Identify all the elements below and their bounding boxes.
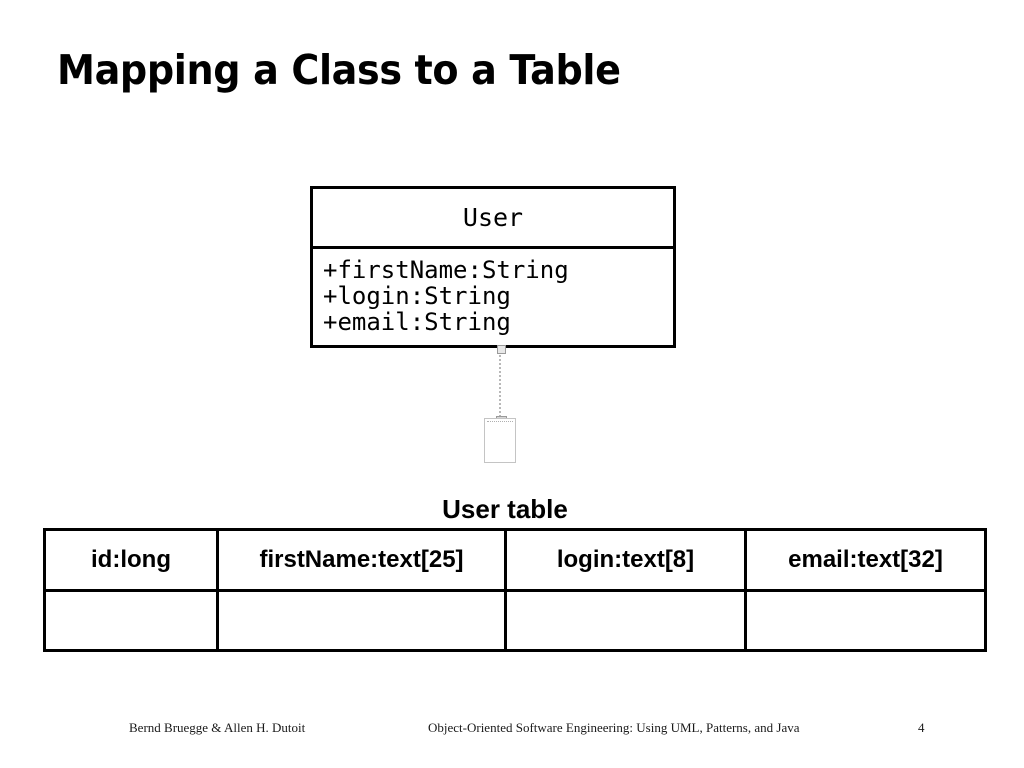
uml-class-attributes: +firstName:String +login:String +email:S… bbox=[313, 249, 673, 345]
uml-class-box: User +firstName:String +login:String +em… bbox=[310, 186, 676, 348]
mapping-connector-box bbox=[484, 418, 516, 463]
footer-book-title: Object-Oriented Software Engineering: Us… bbox=[428, 720, 800, 735]
page-title: Mapping a Class to a Table bbox=[57, 46, 621, 94]
table-caption: User table bbox=[442, 494, 568, 524]
uml-attribute: +email:String bbox=[323, 308, 511, 336]
uml-attribute: +login:String bbox=[323, 282, 511, 310]
table-cell bbox=[216, 589, 507, 652]
uml-attribute: +firstName:String bbox=[323, 256, 569, 284]
user-table: id:long firstName:text[25] login:text[8]… bbox=[43, 528, 987, 652]
slide-footer: Bernd Bruegge & Allen H. Dutoit Object-O… bbox=[0, 720, 1024, 742]
uml-class-name: User bbox=[313, 189, 673, 249]
table-cell bbox=[744, 589, 987, 652]
table-column-header-id: id:long bbox=[43, 528, 219, 592]
table-cell bbox=[43, 589, 219, 652]
mapping-connector-line bbox=[496, 345, 507, 425]
table-cell bbox=[504, 589, 747, 652]
table-column-header-login: login:text[8] bbox=[504, 528, 747, 592]
table-row bbox=[43, 589, 987, 652]
footer-page-number: 4 bbox=[918, 720, 925, 735]
table-column-header-firstname: firstName:text[25] bbox=[216, 528, 507, 592]
footer-authors: Bernd Bruegge & Allen H. Dutoit bbox=[129, 720, 306, 735]
table-header-row: id:long firstName:text[25] login:text[8]… bbox=[43, 528, 987, 592]
table-column-header-email: email:text[32] bbox=[744, 528, 987, 592]
